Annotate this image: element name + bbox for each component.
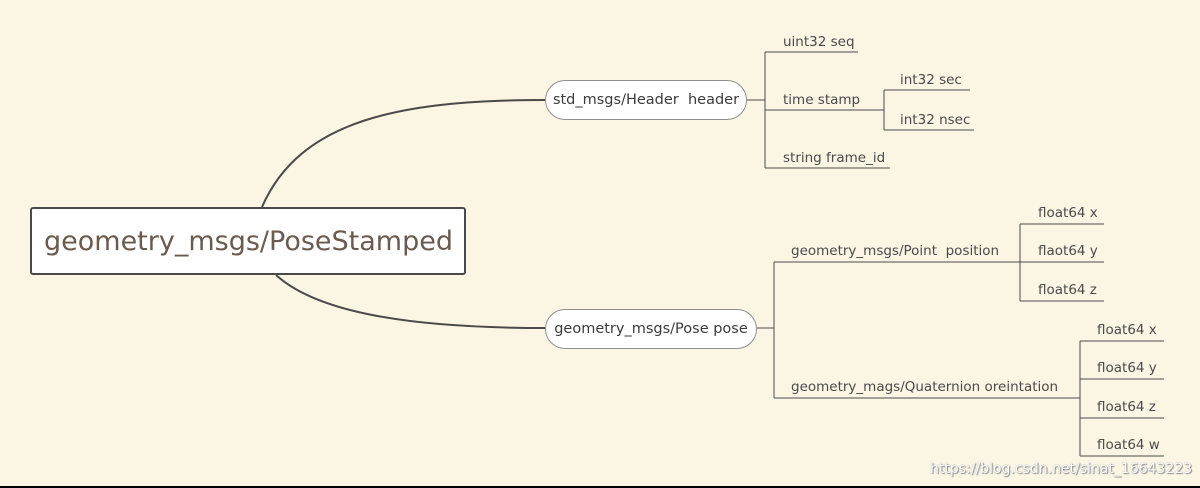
connector-root-header <box>261 99 546 208</box>
field-orientation-w[interactable]: float64 w <box>1097 437 1160 453</box>
connector-pose-bracket <box>757 262 775 398</box>
pose-node[interactable]: geometry_msgs/Pose pose <box>545 309 757 349</box>
field-seq[interactable]: uint32 seq <box>783 34 855 50</box>
field-orientation-z[interactable]: float64 z <box>1097 399 1156 415</box>
root-label: geometry_msgs/PoseStamped <box>44 225 453 257</box>
field-orientation-x[interactable]: float64 x <box>1097 322 1157 338</box>
field-position-x[interactable]: float64 x <box>1038 205 1098 221</box>
field-sec[interactable]: int32 sec <box>900 72 962 88</box>
connector-header-bracket <box>747 52 766 168</box>
watermark: https://blog.csdn.net/sinat_16643223 <box>930 461 1193 477</box>
field-orientation[interactable]: geometry_mags/Quaternion oreintation <box>791 379 1059 395</box>
root-node[interactable]: geometry_msgs/PoseStamped <box>30 207 466 275</box>
header-node[interactable]: std_msgs/Header header <box>545 80 747 120</box>
pose-node-label: geometry_msgs/Pose pose <box>554 321 748 337</box>
header-node-label: std_msgs/Header header <box>552 92 740 108</box>
field-stamp[interactable]: time stamp <box>783 92 861 108</box>
field-nsec[interactable]: int32 nsec <box>900 112 971 128</box>
connector-root-pose <box>275 274 546 329</box>
field-position-z[interactable]: float64 z <box>1038 282 1097 298</box>
field-position-y[interactable]: flaot64 y <box>1038 243 1098 259</box>
field-frame-id[interactable]: string frame_id <box>783 150 886 166</box>
field-position[interactable]: geometry_msgs/Point position <box>791 243 1000 259</box>
field-orientation-y[interactable]: float64 y <box>1097 360 1157 376</box>
